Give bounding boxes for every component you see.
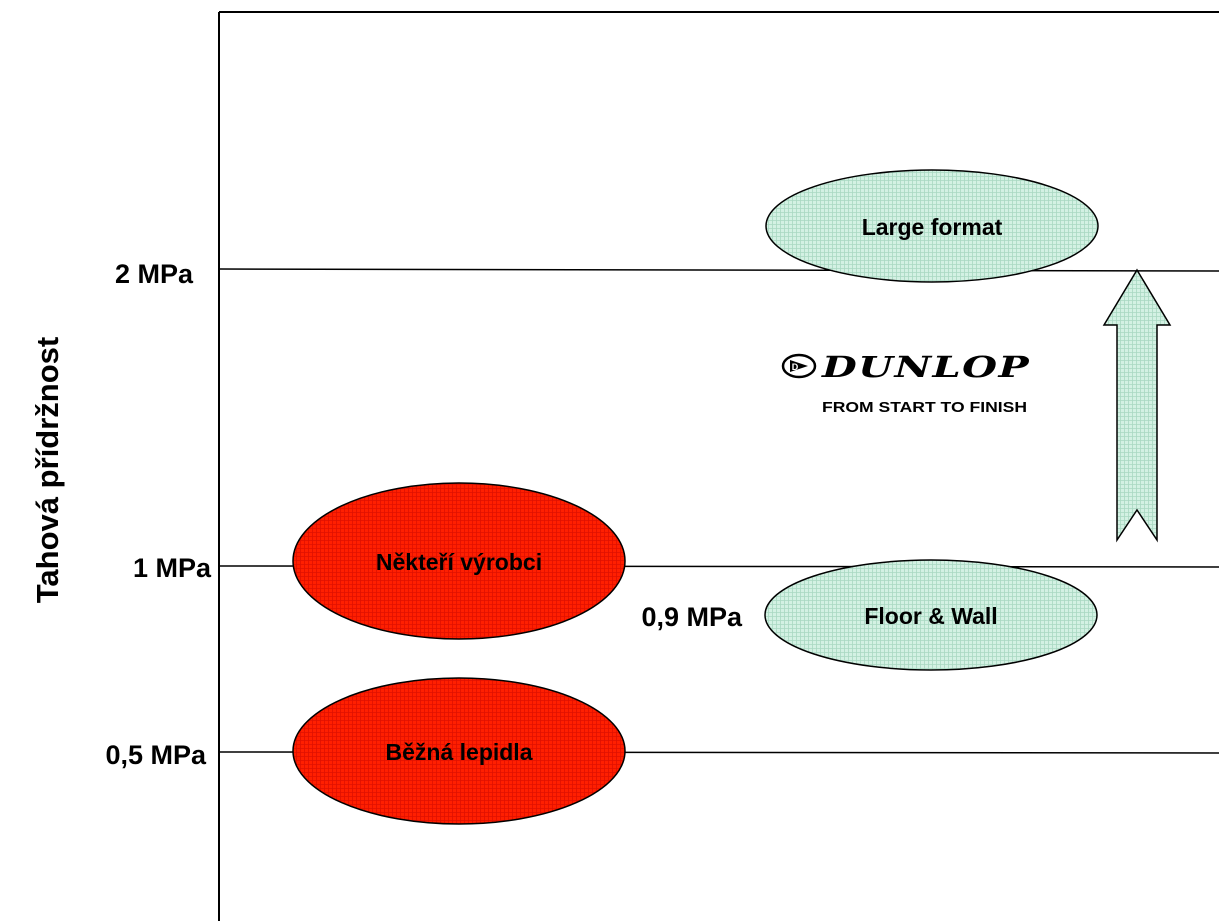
ellipse-label-bezna-lepidla: Běžná lepidla [386, 739, 533, 765]
dunlop-flying-d-icon: D [781, 353, 817, 379]
level-line-2mpa [218, 268, 1219, 272]
ellipse-bezna-lepidla [292, 677, 626, 825]
level-label-05mpa: 0,5 MPa [105, 740, 207, 770]
ellipse-label-large-format: Large format [862, 214, 1003, 240]
up-arrow-icon [1102, 268, 1172, 543]
dunlop-slogan: FROM START TO FINISH [822, 399, 1027, 416]
ellipse-label-floor-wall: Floor & Wall [864, 603, 997, 629]
y-axis-title: Tahová přídržnost [30, 337, 65, 603]
level-label-09mpa: 0,9 MPa [641, 602, 743, 632]
ellipse-floor-wall [764, 559, 1098, 671]
dunlop-logo: D DUNLOP FROM START TO FINISH [781, 350, 1031, 416]
ellipse-label-nekteri-vyrobci: Někteří výrobci [376, 549, 542, 575]
level-label-1mpa: 1 MPa [133, 553, 212, 583]
level-label-2mpa: 2 MPa [115, 259, 194, 289]
ellipse-nekteri-vyrobci [292, 482, 626, 640]
ellipse-large-format [765, 169, 1099, 283]
dunlop-brand-name: DUNLOP [821, 350, 1031, 384]
svg-text:D: D [792, 362, 799, 372]
